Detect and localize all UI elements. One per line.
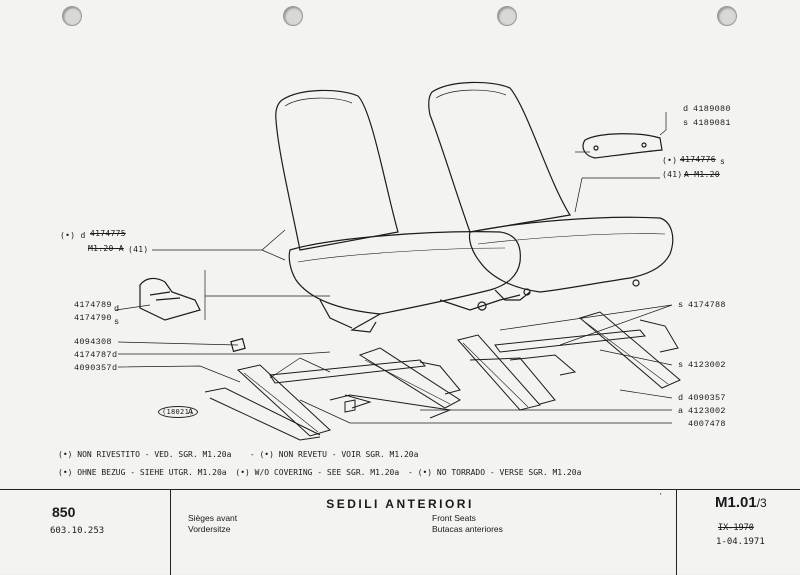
model-number: 603.10.253 xyxy=(50,526,105,536)
part-4174790-suffix: s xyxy=(114,317,120,327)
left-seat-backrest xyxy=(275,89,399,251)
right-seat-cushion xyxy=(468,216,674,293)
left-seat-ref: M1.20 A xyxy=(88,244,124,253)
armrest xyxy=(582,133,663,159)
part-4094308: 4094308 xyxy=(74,337,112,347)
seats-exploded-diagram xyxy=(115,81,681,441)
left-seat-ref2: (41) xyxy=(128,245,149,254)
right-s-mark: s xyxy=(683,118,689,128)
right-seat-code: 4174776 xyxy=(680,155,716,164)
part-4123002-a-prefix: s xyxy=(678,360,684,370)
part-4090357-r: 4090357 xyxy=(688,393,726,403)
note-es: (•) NO TORRADO - VERSE SGR. M1.20a xyxy=(417,468,582,477)
part-4174790: 4174790 xyxy=(74,313,112,323)
punch-hole xyxy=(62,6,82,26)
adjust-lever xyxy=(139,277,201,321)
part-4174787: 4174787 xyxy=(74,350,112,360)
part-4123002-a: 4123002 xyxy=(688,360,726,370)
right-d-mark: d xyxy=(683,104,689,114)
left-seat-mark: (•) d xyxy=(60,231,86,240)
left-seat-code: 4174775 xyxy=(90,229,126,238)
part-4174789-suffix: d xyxy=(114,304,120,314)
right-s-code: 4189081 xyxy=(693,118,731,128)
title-de: Vordersitze xyxy=(188,524,231,534)
ref-18021: (18021) xyxy=(158,406,198,418)
right-slide-rails xyxy=(457,311,681,411)
right-d-code: 4189080 xyxy=(693,104,731,114)
date-new: 1-04.1971 xyxy=(716,537,765,547)
right-seat-ref2: A M1.20 xyxy=(684,170,720,179)
right-seat-suffix: s xyxy=(720,157,726,166)
punch-hole xyxy=(497,6,517,26)
part-4090357-r-prefix: d xyxy=(678,393,684,403)
punch-hole xyxy=(283,6,303,26)
note-fr: (•) NON REVETU - VOIR SGR. M1.20a xyxy=(259,450,419,459)
part-4174788-prefix: s xyxy=(678,300,684,310)
title-en: Front Seats xyxy=(432,513,476,523)
part-4123002-b-prefix: a xyxy=(678,406,684,416)
ref-18021-suffix: A xyxy=(188,407,194,417)
part-4123002-b: 4123002 xyxy=(688,406,726,416)
page-code: M1.01/3 xyxy=(715,494,767,511)
notes: (•) NON RIVESTITO - VED. SGR. M1.20a - (… xyxy=(58,450,582,477)
page-title: SEDILI ANTERIORI xyxy=(326,497,474,511)
title-es: Butacas anteriores xyxy=(432,524,503,534)
part-4007478: 4007478 xyxy=(688,419,726,429)
part-4174787-suffix: d xyxy=(112,350,118,360)
note-en: (•) W/O COVERING - SEE SGR. M1.20a xyxy=(235,468,400,477)
date-old: IX-1970 xyxy=(718,523,754,533)
note-de: (•) OHNE BEZUG - SIEHE UTGR. M1.20a xyxy=(58,468,227,477)
right-seat-backrest xyxy=(428,81,571,233)
right-seat-mark: (•) xyxy=(662,156,678,165)
left-seat-cushion xyxy=(288,231,521,315)
part-4174788: 4174788 xyxy=(688,300,726,310)
title-fr: Sièges avant xyxy=(188,513,238,523)
part-4090357: 4090357 xyxy=(74,363,112,373)
model: 850 xyxy=(52,504,76,520)
left-slide-rails xyxy=(204,347,461,441)
title-block xyxy=(0,489,800,575)
part-4174789: 4174789 xyxy=(74,300,112,310)
punch-hole xyxy=(717,6,737,26)
tick-mark: ' xyxy=(660,492,662,501)
note-it: (•) NON RIVESTITO - VED. SGR. M1.20a xyxy=(58,450,232,459)
part-4090357-suffix: d xyxy=(112,363,118,373)
right-seat-ref: (41) xyxy=(662,170,683,179)
